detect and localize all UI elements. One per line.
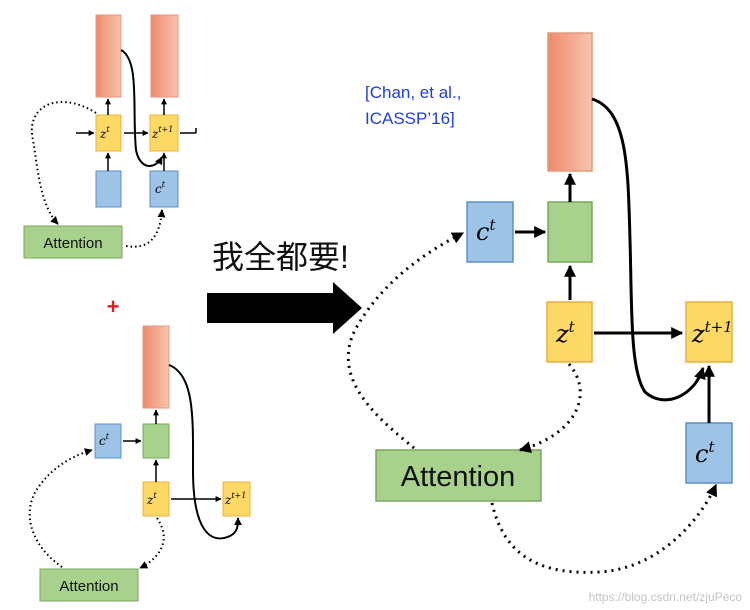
svg-text:ct: ct bbox=[155, 180, 166, 196]
arrow bbox=[168, 364, 242, 540]
z-t-box bbox=[546, 301, 593, 363]
z-label: z bbox=[224, 493, 232, 507]
arrow bbox=[591, 97, 706, 402]
hidden-block bbox=[142, 423, 170, 459]
c-sup: t bbox=[106, 432, 110, 441]
c-sup: t bbox=[162, 180, 166, 189]
hidden-block bbox=[547, 201, 593, 263]
dotted-arrow bbox=[346, 231, 465, 450]
svg-text:ct: ct bbox=[99, 432, 110, 448]
output-block bbox=[150, 14, 179, 98]
dotted-arrow bbox=[125, 209, 166, 248]
c-t-box bbox=[94, 423, 122, 459]
c-label: c bbox=[695, 440, 708, 468]
z-sup: t bbox=[569, 318, 576, 336]
z-label: z bbox=[555, 320, 569, 348]
attention-box bbox=[39, 568, 139, 602]
c-label: c bbox=[155, 182, 162, 196]
z-t-box bbox=[142, 481, 170, 517]
z-next-box bbox=[149, 114, 179, 152]
z-sup: t bbox=[106, 125, 110, 134]
c-sup: t bbox=[489, 216, 496, 234]
attention-label: Attention bbox=[59, 578, 118, 595]
arrow bbox=[120, 49, 163, 167]
z-sup: t+1 bbox=[158, 125, 173, 134]
plus-sign: + bbox=[107, 294, 120, 319]
dotted-arrow bbox=[518, 363, 582, 453]
c-t-box bbox=[685, 422, 733, 484]
output-block bbox=[142, 325, 170, 409]
svg-text:zt+1: zt+1 bbox=[151, 125, 173, 141]
citation-line2: ICASSP’16] bbox=[365, 109, 455, 128]
z-sup: t bbox=[153, 491, 157, 500]
z-next-box bbox=[685, 301, 733, 363]
output-block bbox=[95, 14, 122, 98]
c-label: c bbox=[99, 434, 106, 448]
z-label: z bbox=[146, 493, 154, 507]
c-sup: t bbox=[708, 438, 715, 456]
arrow-caption: 我全都要! bbox=[212, 239, 349, 275]
svg-text:zt: zt bbox=[146, 491, 157, 507]
z-t-box bbox=[95, 114, 122, 152]
z-label: z bbox=[99, 127, 107, 141]
diagram-bottom-left: ct zt zt+1 Attention bbox=[28, 325, 251, 602]
svg-text:zt: zt bbox=[99, 125, 110, 141]
attention-box bbox=[375, 449, 542, 502]
z-next-box bbox=[222, 481, 251, 517]
svg-text:zt+1: zt+1 bbox=[224, 491, 246, 507]
z-sup: t+1 bbox=[705, 318, 733, 336]
diagram-right: ct zt zt+1 ct Attention bbox=[346, 32, 733, 574]
input-block bbox=[95, 170, 122, 208]
citation-line1: [Chan, et al., bbox=[365, 83, 461, 102]
output-block bbox=[547, 32, 593, 172]
svg-text:zt: zt bbox=[555, 318, 576, 348]
dotted-arrow bbox=[490, 483, 718, 574]
watermark: https://blog.csdn.net/zjuPeco bbox=[589, 590, 743, 604]
svg-text:ct: ct bbox=[695, 438, 715, 468]
z-label: z bbox=[691, 320, 705, 348]
attention-box bbox=[23, 225, 123, 259]
diagram-top-left: zt zt+1 ct Attention bbox=[23, 14, 197, 259]
dotted-arrow bbox=[139, 517, 165, 569]
z-sup: t+1 bbox=[231, 491, 246, 500]
svg-text:ct: ct bbox=[476, 216, 496, 246]
c-label: c bbox=[476, 218, 489, 246]
dotted-arrow bbox=[28, 448, 93, 568]
c-t-box bbox=[466, 201, 514, 263]
dotted-arrow bbox=[30, 101, 97, 225]
big-arrow bbox=[207, 282, 362, 334]
svg-text:zt+1: zt+1 bbox=[691, 318, 733, 348]
attention-label: Attention bbox=[43, 235, 102, 252]
z-label: z bbox=[151, 127, 159, 141]
attention-label: Attention bbox=[401, 461, 515, 493]
